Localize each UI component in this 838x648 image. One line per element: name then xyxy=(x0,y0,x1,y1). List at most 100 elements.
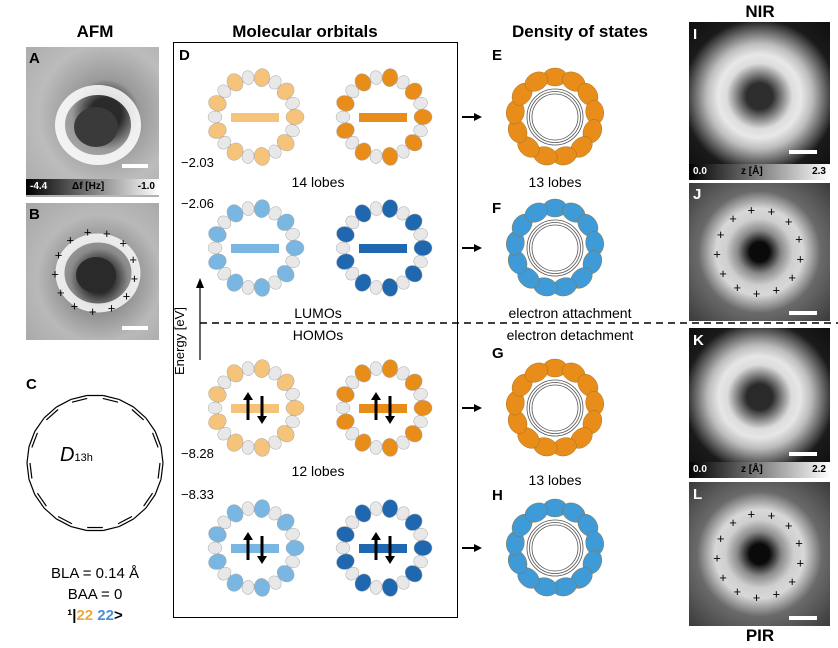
orbital-lumo-2-lobe-12 xyxy=(354,73,372,92)
orbital-lumo-4 xyxy=(335,199,433,297)
plus-j-4: + xyxy=(788,270,796,285)
dos-ring-e-core-2 xyxy=(531,93,579,141)
orbital-homo-4-lobe-9 xyxy=(335,541,351,555)
orbital-homo-4-lobe-15 xyxy=(396,506,410,521)
plus-l-1: + xyxy=(785,518,793,533)
orbital-lumo-3-lobe-13 xyxy=(241,201,255,216)
orbital-lumo-3-lobe-1 xyxy=(285,255,300,269)
dos-ring-e-core-0 xyxy=(526,88,584,146)
nir-image-j xyxy=(689,183,830,321)
orbital-lumo-4-lobe-8 xyxy=(336,253,355,270)
plus-b-5: + xyxy=(108,300,116,315)
bond-10-1 xyxy=(36,492,47,507)
afm-colorbar: -4.4 Δf [Hz] -1.0 xyxy=(26,179,159,195)
config-blue: 22 xyxy=(97,607,114,624)
afm-ring-b xyxy=(55,233,141,313)
plus-b-3: + xyxy=(131,271,139,286)
orbital-lumo-1-lobe-0 xyxy=(285,109,305,125)
bond-8-1 xyxy=(57,515,73,525)
orbital-lumo-3-lobe-4 xyxy=(254,278,270,297)
bond-10-0 xyxy=(34,494,45,509)
orbital-lumo-1-lobe-6 xyxy=(226,142,244,161)
orbital-homo-1-lobe-9 xyxy=(207,401,223,415)
orbital-homo-4-lobe-13 xyxy=(369,501,383,516)
orbital-lumo-4-lobe-17 xyxy=(413,227,428,241)
orbital-homo-1-lobe-2 xyxy=(276,425,295,443)
orbital-lumo-1-lobe-2 xyxy=(276,134,295,152)
orbital-homo-3-lobe-0 xyxy=(285,540,305,556)
config-orange: 22 xyxy=(76,607,94,624)
orbital-lumo-4-lobe-9 xyxy=(335,241,351,255)
orbital-homo-2-spin-down-head xyxy=(385,416,395,424)
scale-bar-k xyxy=(789,452,817,456)
orbital-homo-1-lobe-11 xyxy=(217,375,232,389)
orbital-homo-3-lobe-12 xyxy=(226,504,244,523)
dos-ring-f-core-0 xyxy=(526,219,584,277)
orbital-lumo-3-lobe-8 xyxy=(208,253,227,270)
orbital-lumo-3-lobe-6 xyxy=(226,273,244,292)
orbital-homo-2-spin-up-head xyxy=(371,392,381,400)
dos-ring-e-lobe-12 xyxy=(524,71,549,92)
plus-l-11: + xyxy=(729,515,737,530)
orbital-homo-4-lobe-14 xyxy=(382,499,398,518)
bond-25-0 xyxy=(160,446,164,464)
orbital-homo-1-lobe-17 xyxy=(285,387,300,401)
orbital-lumo-1-lobe-5 xyxy=(241,149,255,164)
orbital-homo-4-lobe-16 xyxy=(404,513,423,531)
orbital-lumo-4-lobe-6 xyxy=(354,273,372,292)
orbital-homo-1-lobe-5 xyxy=(241,440,255,455)
orbital-homo-3-lobe-10 xyxy=(208,526,227,543)
nir-colorbar-min: 0.0 xyxy=(693,166,707,177)
orbital-lumo-4-lobe-13 xyxy=(369,201,383,216)
orbital-homo-4-spin-down-head xyxy=(385,556,395,564)
orbital-lumo-4-lobe-4 xyxy=(382,278,398,297)
orbital-homo-4-lobe-17 xyxy=(413,527,428,541)
orbital-homo-1-lobe-1 xyxy=(285,415,300,429)
config-text: ¹|22 22> xyxy=(20,607,170,624)
orbital-homo-3-lobe-3 xyxy=(268,575,282,590)
afm-image-a: -4.4 Δf [Hz] -1.0 xyxy=(26,47,159,197)
orbital-lumo-1-lobe-12 xyxy=(226,73,244,92)
orbital-lumo-1-lobe-3 xyxy=(268,144,282,159)
scale-bar-i xyxy=(789,150,817,154)
energy-lumo-bottom: −2.06 xyxy=(181,196,214,211)
orbital-homo-3-level-bar xyxy=(231,544,279,553)
plus-b-11: + xyxy=(66,233,74,248)
orbital-lumo-2 xyxy=(335,68,433,166)
orbital-homo-2-lobe-2 xyxy=(404,425,423,443)
orbital-lumo-1-lobe-8 xyxy=(208,122,227,139)
panel-label-f: F xyxy=(492,200,502,217)
plus-b-2: + xyxy=(129,252,137,267)
orbital-homo-2-lobe-3 xyxy=(396,435,410,450)
bond-22-0 xyxy=(133,406,147,419)
panel-label-a: A xyxy=(29,50,40,67)
orbital-homo-3-lobe-17 xyxy=(285,527,300,541)
bond-16-0 xyxy=(43,406,57,419)
bond-15-0 xyxy=(34,417,45,432)
energy-homo-top: −8.28 xyxy=(181,446,214,461)
bond-0-1 xyxy=(157,462,161,479)
dos-ring-f-core-1 xyxy=(529,222,581,274)
dos-ring-f-core-2 xyxy=(531,224,579,272)
lobes-homo: 12 lobes xyxy=(291,463,345,479)
orbital-lumo-2-lobe-10 xyxy=(336,95,355,112)
orbital-homo-3 xyxy=(207,499,305,597)
orbital-homo-2-lobe-5 xyxy=(369,440,383,455)
orbital-lumo-2-lobe-11 xyxy=(345,84,360,98)
plus-j-8: + xyxy=(719,266,727,281)
orbital-homo-2-lobe-7 xyxy=(345,427,360,441)
orbital-homo-3-lobe-2 xyxy=(276,565,295,583)
orbital-homo-2-lobe-15 xyxy=(396,366,410,381)
panel-label-e: E xyxy=(492,47,503,64)
panel-label-g: G xyxy=(492,345,504,362)
bond-13-0 xyxy=(26,446,30,464)
bond-0-0 xyxy=(160,462,164,480)
bla-text: BLA = 0.14 Å xyxy=(51,565,139,582)
orbital-homo-2-lobe-14 xyxy=(382,359,398,378)
orbital-lumo-3 xyxy=(207,199,305,297)
orbital-homo-1-level-bar xyxy=(231,404,279,413)
